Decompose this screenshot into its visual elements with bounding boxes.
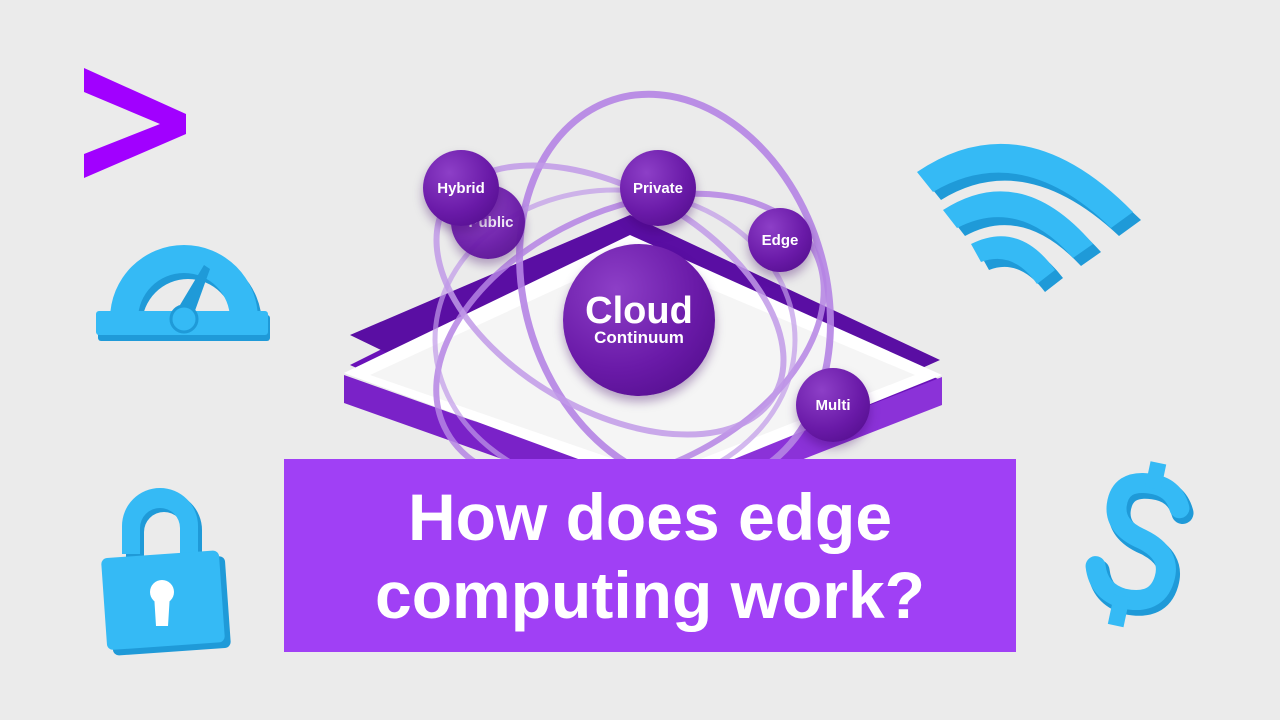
wifi-icon xyxy=(917,143,1141,292)
caption-box: How does edge computing work? xyxy=(284,459,1016,652)
speedometer-icon xyxy=(96,245,270,341)
bubble-private-label: Private xyxy=(632,179,684,197)
brand-chevron-logo xyxy=(84,68,186,178)
bubble-edge: Edge xyxy=(748,208,812,272)
dollar-icon xyxy=(1085,461,1194,628)
bubble-hybrid-label: Hybrid xyxy=(437,179,485,197)
bubble-cloud-subtitle: Continuum xyxy=(594,328,684,347)
bubble-hybrid: Hybrid xyxy=(423,150,499,226)
bubble-cloud-title: Cloud xyxy=(585,290,693,332)
bubble-cloud-continuum: Cloud Continuum xyxy=(563,244,715,396)
bubble-edge-label: Edge xyxy=(761,231,799,249)
caption-line-2: computing work? xyxy=(375,557,925,632)
caption-line-1: How does edge xyxy=(407,479,893,554)
bubble-multi-label: Multi xyxy=(815,396,851,414)
padlock-icon xyxy=(101,488,231,656)
bubble-private: Private xyxy=(620,150,696,226)
bubble-multi: Multi xyxy=(796,368,870,442)
